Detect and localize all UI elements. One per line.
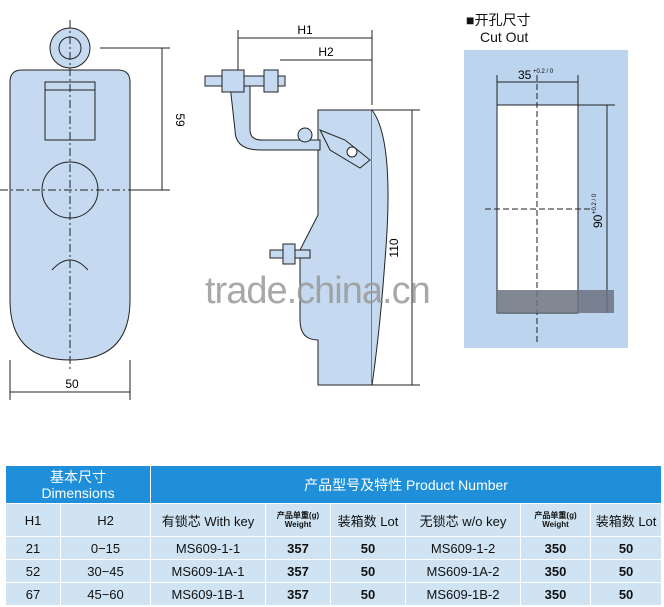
cell-with-key: MS609-1B-1 [150,582,267,606]
product-number-header: 产品型号及特性 Product Number [150,465,663,504]
col-weight-2: 产品单重(g)Weight [520,503,592,537]
table-column-header: H1 H2 有锁芯 With key 产品单重(g)Weight 装箱数 Lot… [5,503,663,537]
cell-weight2: 350 [520,582,592,606]
cell-with-key: MS609-1-1 [150,536,267,560]
cut-out-title-cn: ■开孔尺寸 [466,12,531,28]
col-lot-1: 装箱数 Lot [330,503,407,537]
cell-with-key: MS609-1A-1 [150,559,267,583]
col-weight-1: 产品单重(g)Weight [265,503,332,537]
cell-weight1: 357 [265,582,332,606]
front-height-dim: 59 [173,113,187,127]
cut-height-tolerance: +0.2 / 0 [592,193,598,214]
cell-h2: 0−15 [59,536,152,560]
dimensions-header-en: Dimensions [41,484,115,501]
cut-width-dim: 35 [518,68,532,82]
h2-dim-label: H2 [318,45,334,59]
cell-h2: 45−60 [59,582,152,606]
weight-cn: 产品单重(g) [276,511,320,520]
h1-dim-label: H1 [297,23,313,37]
cut-out-view [464,50,628,348]
cell-weight2: 350 [520,559,592,583]
weight-en: Weight [284,520,312,529]
dimensions-header-cn: 基本尺寸 [50,468,106,485]
technical-drawing: 50 59 H1 H2 110 [0,20,628,400]
cell-h1: 21 [5,536,61,560]
cell-without-key: MS609-1A-2 [405,559,522,583]
side-view [204,30,420,386]
col-h1: H1 [5,503,61,537]
col-without-key: 无锁芯 w/o key [405,503,522,537]
cell-without-key: MS609-1B-2 [405,582,522,606]
cell-h2: 30−45 [59,559,152,583]
weight-en: Weight [542,520,569,529]
cell-lot2: 50 [590,536,663,560]
col-lot-2: 装箱数 Lot [590,503,663,537]
watermark: trade.china.cn [205,270,431,312]
cell-weight1: 357 [265,536,332,560]
front-view [0,20,170,400]
cell-without-key: MS609-1-2 [405,536,522,560]
cut-width-tolerance: +0.2 / 0 [533,69,554,75]
cell-h1: 67 [5,582,61,606]
cell-lot1: 50 [330,536,407,560]
cell-h1: 52 [5,559,61,583]
col-with-key: 有锁芯 With key [150,503,267,537]
cell-lot2: 50 [590,582,663,606]
weight-cn: 产品单重(g) [534,511,577,520]
cut-height-dim: 90 [591,214,605,228]
cell-lot2: 50 [590,559,663,583]
cell-weight1: 357 [265,559,332,583]
cut-out-title-en: Cut Out [480,29,529,45]
cut-out-title: ■开孔尺寸 Cut Out [466,12,530,46]
col-h2: H2 [59,503,152,537]
cell-lot1: 50 [330,582,407,606]
side-height-dim: 110 [387,238,401,257]
cell-weight2: 350 [520,536,592,560]
front-width-dim: 50 [65,377,79,391]
cell-lot1: 50 [330,559,407,583]
